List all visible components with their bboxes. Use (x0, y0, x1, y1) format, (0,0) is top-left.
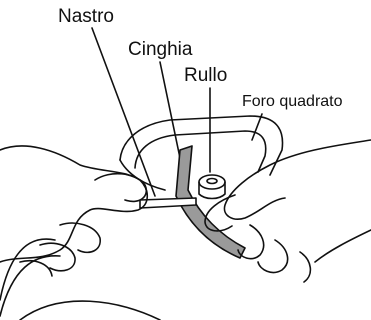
roller-top (199, 175, 225, 189)
label-foro-quadrato: Foro quadrato (242, 94, 343, 110)
roller-hole (207, 179, 217, 184)
roller-body (199, 182, 225, 199)
drum-rim-bottom (20, 301, 160, 320)
right-wrist (315, 230, 371, 262)
drum-rim-inner (0, 256, 60, 316)
right-finger-2 (258, 240, 288, 272)
left-thumb (95, 174, 146, 202)
left-finger-1 (60, 223, 100, 252)
label-nastro: Nastro (58, 7, 114, 26)
right-finger-3 (300, 252, 310, 282)
label-cinghia: Cinghia (128, 40, 192, 59)
frame-inner (135, 131, 266, 172)
left-hand-outline (0, 146, 147, 262)
right-hand-outline (224, 140, 371, 219)
leader-cinghia (160, 62, 180, 158)
left-finger-3 (20, 261, 52, 276)
label-rullo: Rullo (184, 66, 227, 85)
